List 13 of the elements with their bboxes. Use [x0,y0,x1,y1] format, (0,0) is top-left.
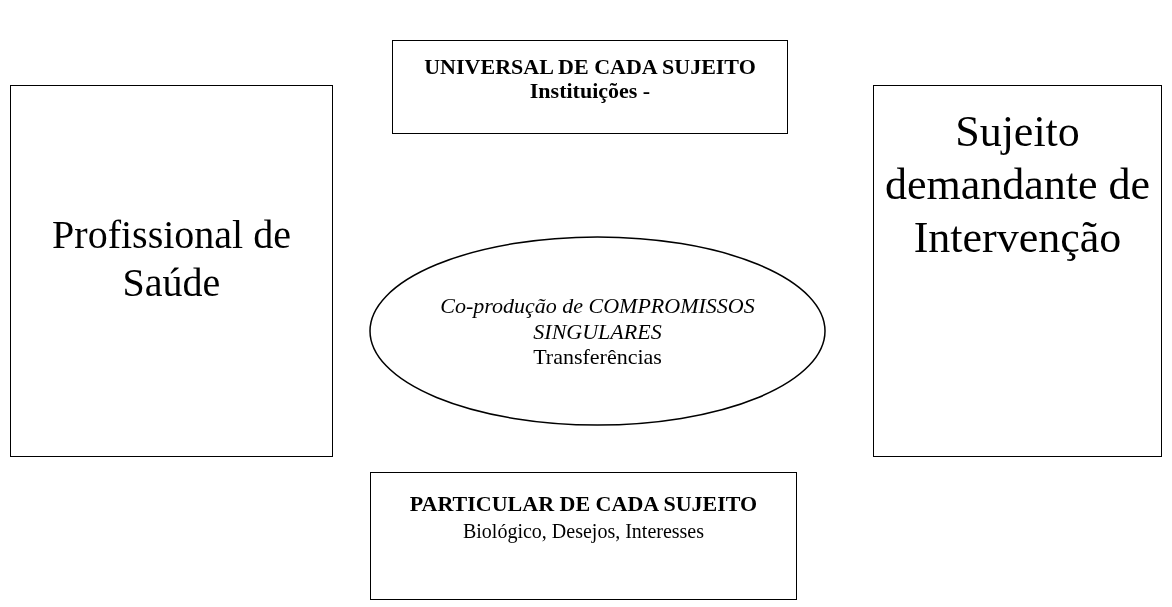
box-text: Sujeito demandante de Intervenção [884,106,1151,264]
box-text: Instituições - [529,78,651,105]
role-box [10,85,333,457]
heading-box [370,472,797,600]
central-ellipse [369,236,826,426]
ellipse-text: Transferências [533,345,662,370]
box-heading: PARTICULAR DE CADA SUJEITO [409,491,758,518]
box-text: Profissional de Saúde [51,211,292,307]
heading-box [392,40,788,134]
box-heading: UNIVERSAL DE CADA SUJEITO [424,55,756,79]
role-box [873,85,1162,457]
ellipse-heading: Co-produção de COMPROMISSOS SINGULARES [439,292,756,346]
box-text: Biológico, Desejos, Interesses [462,519,705,545]
